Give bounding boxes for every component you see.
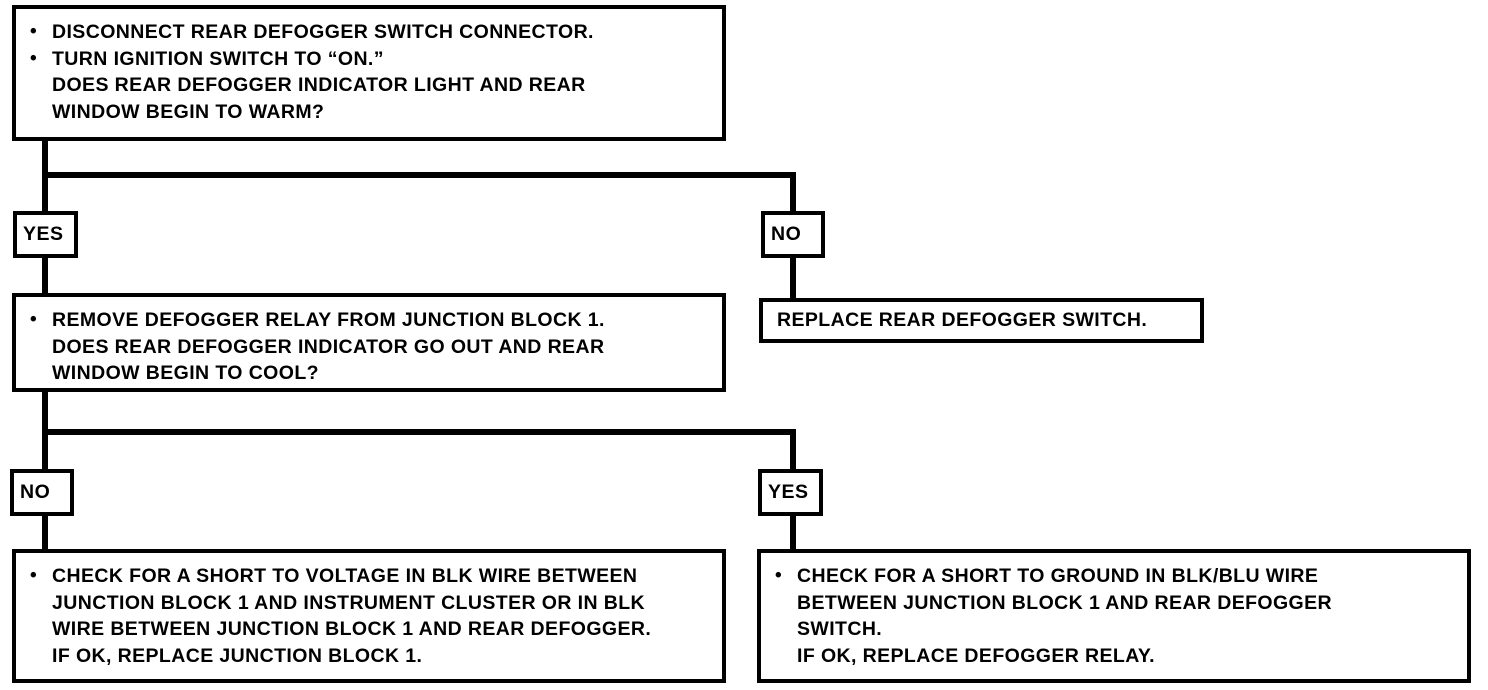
check-ground-line-1: • CHECK FOR A SHORT TO GROUND IN BLK/BLU… (775, 563, 1453, 590)
connector-no2-to-check-voltage (42, 514, 48, 552)
connector-branch1-right-drop (790, 172, 796, 213)
step1-content: • DISCONNECT REAR DEFOGGER SWITCH CONNEC… (16, 9, 722, 135)
bullet-icon: • (775, 565, 783, 586)
bullet-icon: • (30, 47, 38, 69)
replace-switch-text: REPLACE REAR DEFOGGER SWITCH. (777, 309, 1148, 331)
step2-line-2-text: DOES REAR DEFOGGER INDICATOR GO OUT AND … (52, 335, 605, 358)
check-voltage-line-2: • JUNCTION BLOCK 1 AND INSTRUMENT CLUSTE… (30, 590, 708, 617)
decision-yes-text: YES (768, 481, 809, 503)
step1-line-3-text: DOES REAR DEFOGGER INDICATOR LIGHT AND R… (52, 74, 586, 96)
connector-branch1-bar (42, 172, 796, 178)
replace-switch-line-1: • REPLACE REAR DEFOGGER SWITCH. (777, 307, 1186, 334)
decision-label-no-branch1: NO (761, 211, 825, 258)
connector-branch1-left-drop (42, 172, 48, 213)
connector-step2-stem (42, 392, 48, 432)
connector-yes1-to-step2 (42, 256, 48, 296)
flowchart-node-replace-switch: • REPLACE REAR DEFOGGER SWITCH. (759, 298, 1204, 343)
check-voltage-line-4: • IF OK, REPLACE JUNCTION BLOCK 1. (30, 643, 708, 670)
step2-line-3-text: WINDOW BEGIN TO COOL? (52, 362, 319, 384)
decision-yes-text: YES (23, 223, 64, 245)
step2-line-3: • WINDOW BEGIN TO COOL? (30, 360, 708, 387)
check-ground-line-1-text: CHECK FOR A SHORT TO GROUND IN BLK/BLU W… (797, 565, 1319, 587)
flowchart-node-step1: • DISCONNECT REAR DEFOGGER SWITCH CONNEC… (12, 5, 726, 141)
check-ground-line-3: • SWITCH. (775, 616, 1453, 643)
connector-branch2-bar (42, 429, 796, 435)
decision-no-text: NO (771, 223, 802, 245)
check-voltage-line-1: • CHECK FOR A SHORT TO VOLTAGE IN BLK WI… (30, 563, 708, 590)
check-ground-line-2-text: BETWEEN JUNCTION BLOCK 1 AND REAR DEFOGG… (797, 591, 1333, 614)
step1-line-2: • TURN IGNITION SWITCH TO “ON.” (30, 46, 708, 73)
bullet-icon: • (30, 21, 38, 42)
flowchart-node-check-short-voltage: • CHECK FOR A SHORT TO VOLTAGE IN BLK WI… (12, 549, 726, 683)
bullet-icon: • (30, 309, 38, 330)
check-ground-line-4: • IF OK, REPLACE DEFOGGER RELAY. (775, 643, 1453, 670)
step1-line-1: • DISCONNECT REAR DEFOGGER SWITCH CONNEC… (30, 19, 708, 46)
decision-label-yes-branch1: YES (13, 211, 78, 258)
check-voltage-line-4-text: IF OK, REPLACE JUNCTION BLOCK 1. (52, 644, 423, 667)
check-short-voltage-content: • CHECK FOR A SHORT TO VOLTAGE IN BLK WI… (16, 553, 722, 679)
step2-content: • REMOVE DEFOGGER RELAY FROM JUNCTION BL… (16, 297, 722, 397)
connector-no1-to-replace-switch (790, 256, 796, 300)
check-short-ground-content: • CHECK FOR A SHORT TO GROUND IN BLK/BLU… (761, 553, 1467, 679)
step1-line-3: • DOES REAR DEFOGGER INDICATOR LIGHT AND… (30, 72, 708, 99)
connector-branch2-left-drop (42, 429, 48, 472)
step1-line-4: • WINDOW BEGIN TO WARM? (30, 99, 708, 126)
check-ground-line-2: • BETWEEN JUNCTION BLOCK 1 AND REAR DEFO… (775, 590, 1453, 617)
check-voltage-line-3: • WIRE BETWEEN JUNCTION BLOCK 1 AND REAR… (30, 616, 708, 643)
check-ground-line-4-text: IF OK, REPLACE DEFOGGER RELAY. (797, 644, 1155, 667)
check-voltage-line-2-text: JUNCTION BLOCK 1 AND INSTRUMENT CLUSTER … (52, 591, 646, 614)
bullet-icon: • (30, 565, 38, 586)
check-ground-line-3-text: SWITCH. (797, 618, 883, 640)
replace-switch-content: • REPLACE REAR DEFOGGER SWITCH. (763, 302, 1200, 344)
step1-line-4-text: WINDOW BEGIN TO WARM? (52, 100, 325, 123)
step2-line-1: • REMOVE DEFOGGER RELAY FROM JUNCTION BL… (30, 307, 708, 334)
connector-step1-stem (42, 141, 48, 178)
step1-line-2-text: TURN IGNITION SWITCH TO “ON.” (52, 47, 384, 70)
step2-line-1-text: REMOVE DEFOGGER RELAY FROM JUNCTION BLOC… (52, 309, 605, 331)
decision-label-yes-branch2: YES (758, 469, 823, 516)
decision-label-no-branch2: NO (10, 469, 74, 516)
connector-branch2-right-drop (790, 429, 796, 472)
connector-yes2-to-check-ground (790, 514, 796, 552)
decision-no-text: NO (20, 481, 51, 503)
flowchart-node-check-short-ground: • CHECK FOR A SHORT TO GROUND IN BLK/BLU… (757, 549, 1471, 683)
flowchart-node-step2: • REMOVE DEFOGGER RELAY FROM JUNCTION BL… (12, 293, 726, 392)
step1-line-1-text: DISCONNECT REAR DEFOGGER SWITCH CONNECTO… (52, 21, 594, 43)
check-voltage-line-1-text: CHECK FOR A SHORT TO VOLTAGE IN BLK WIRE… (52, 565, 638, 587)
step2-line-2: • DOES REAR DEFOGGER INDICATOR GO OUT AN… (30, 334, 708, 361)
check-voltage-line-3-text: WIRE BETWEEN JUNCTION BLOCK 1 AND REAR D… (52, 618, 652, 640)
